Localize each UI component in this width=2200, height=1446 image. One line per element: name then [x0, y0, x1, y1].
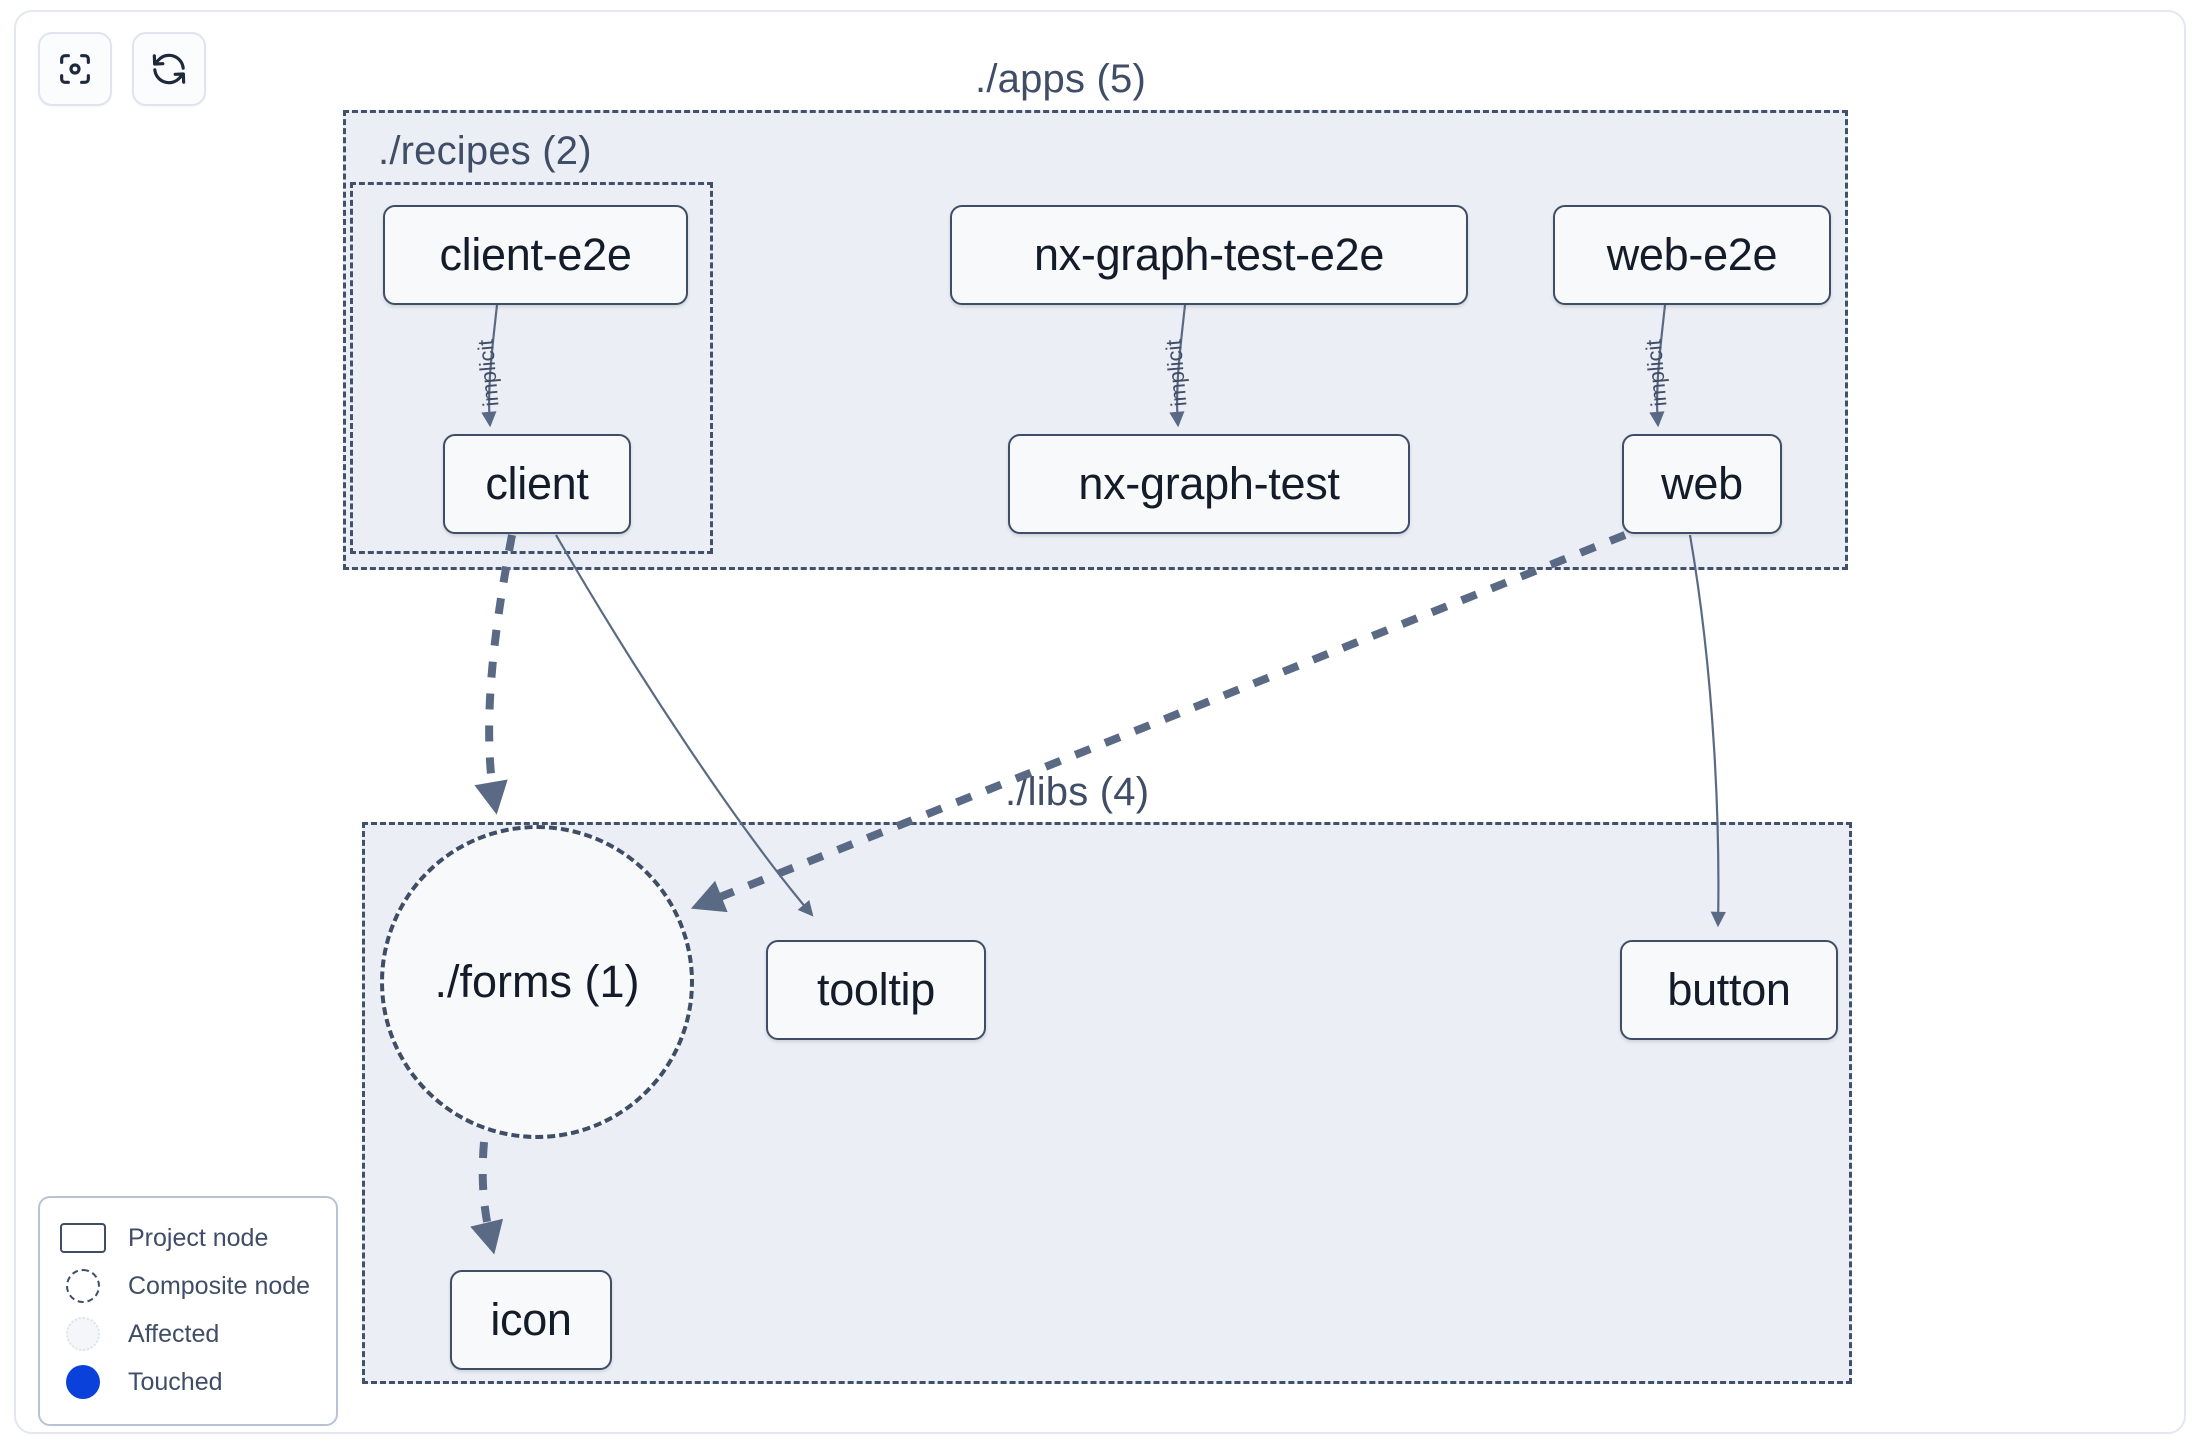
node-icon[interactable]: icon [450, 1270, 612, 1370]
legend-item-composite-node: Composite node [60, 1262, 316, 1310]
graph-toolbar [38, 32, 206, 106]
edge-web-to-button[interactable] [1688, 534, 1726, 928]
group-recipes-label: ./recipes (2) [378, 129, 592, 173]
node-forms-composite[interactable]: ./forms (1) [380, 825, 694, 1139]
legend-label-affected: Affected [128, 1319, 220, 1348]
node-button[interactable]: button [1620, 940, 1838, 1040]
touched-swatch-icon [60, 1365, 118, 1399]
group-apps-label: ./apps (5) [975, 57, 1146, 101]
edge-web-e2e-to-web[interactable] [1649, 304, 1667, 428]
legend-label-touched: Touched [128, 1367, 223, 1396]
node-nx-graph-test[interactable]: nx-graph-test [1008, 434, 1410, 534]
node-nx-graph-test-e2e[interactable]: nx-graph-test-e2e [950, 205, 1468, 305]
node-client[interactable]: client [443, 434, 631, 534]
edge-web-to-forms[interactable] [690, 531, 1627, 913]
node-web-e2e[interactable]: web-e2e [1553, 205, 1831, 305]
edge-nx-graph-test-e2e-to-nx-graph-test[interactable] [1169, 304, 1187, 428]
focus-graph-button[interactable] [38, 32, 112, 106]
viewfinder-focus-icon [55, 49, 95, 89]
legend-item-touched: Touched [60, 1358, 316, 1406]
legend-label-project-node: Project node [128, 1223, 269, 1252]
graph-legend: Project node Composite node Affected Tou… [38, 1196, 338, 1426]
edge-forms-to-icon[interactable] [470, 1141, 504, 1255]
legend-item-affected: Affected [60, 1310, 316, 1358]
node-client-e2e[interactable]: client-e2e [383, 205, 688, 305]
refresh-arrow-path-icon [149, 49, 189, 89]
node-tooltip[interactable]: tooltip [766, 940, 986, 1040]
node-web[interactable]: web [1622, 434, 1782, 534]
edge-client-e2e-to-client[interactable] [481, 304, 499, 428]
edge-client-to-forms[interactable] [474, 534, 516, 815]
refresh-graph-button[interactable] [132, 32, 206, 106]
legend-item-project-node: Project node [60, 1214, 316, 1262]
legend-label-composite-node: Composite node [128, 1271, 311, 1300]
affected-swatch-icon [60, 1317, 118, 1351]
project-node-swatch-icon [60, 1223, 118, 1253]
composite-node-swatch-icon [60, 1269, 118, 1303]
